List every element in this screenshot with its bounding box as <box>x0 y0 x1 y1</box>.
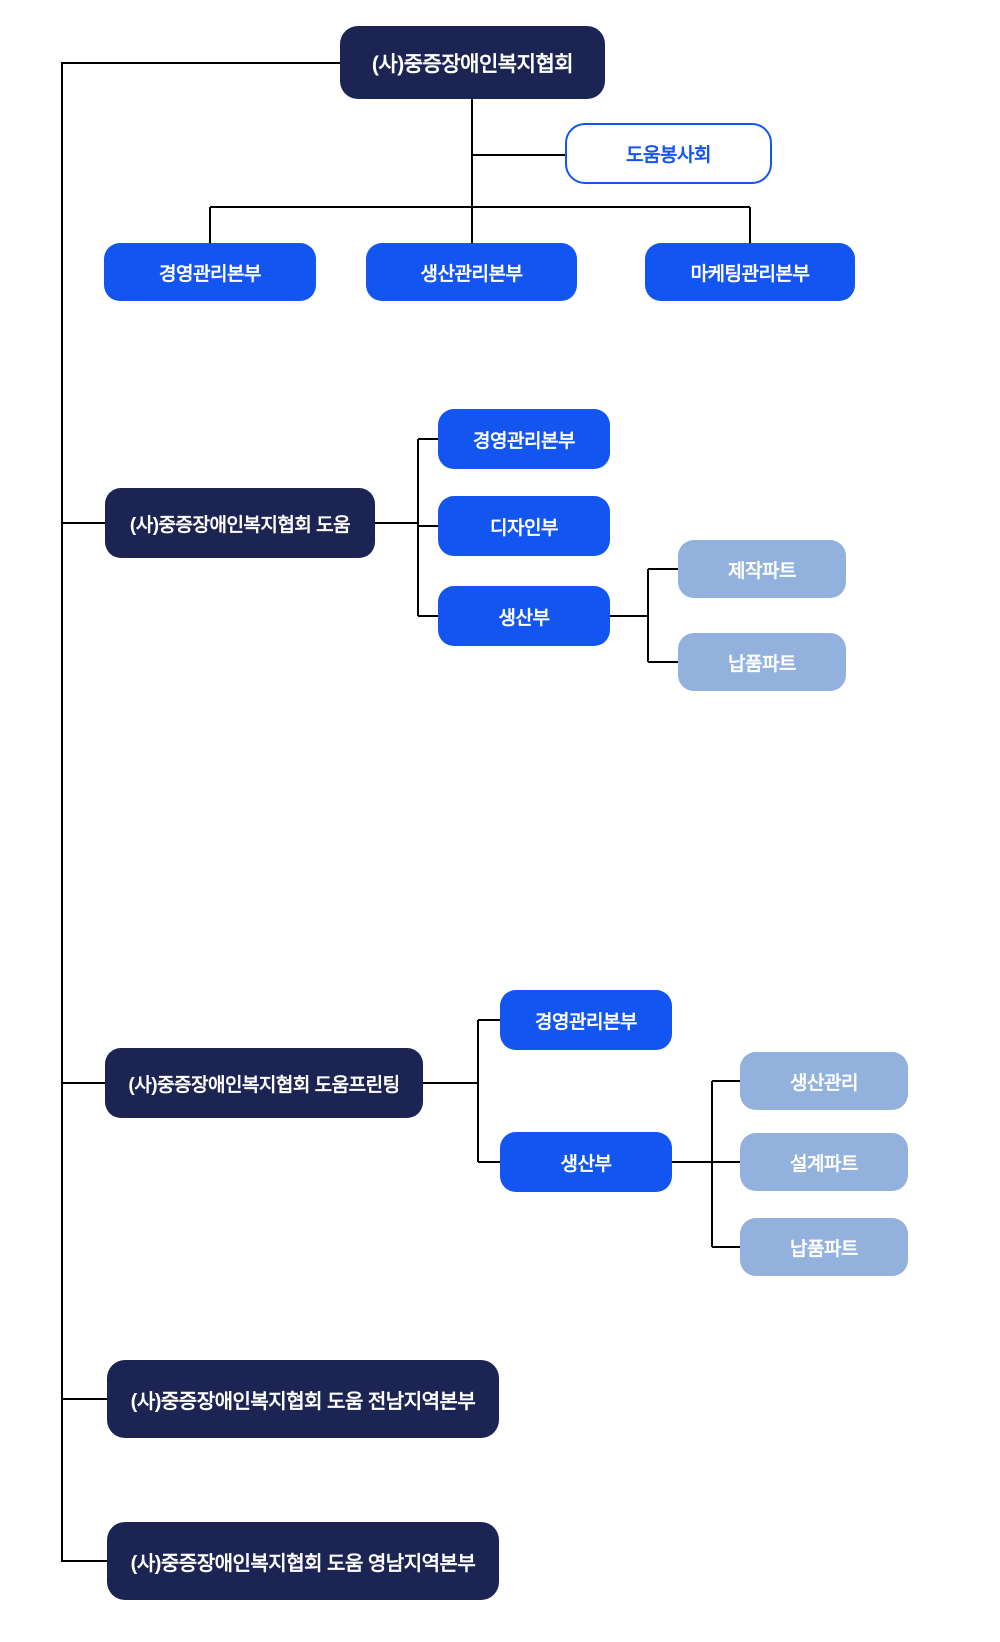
node-dooum-design-dept: 디자인부 <box>438 496 610 556</box>
dooum-team-lines <box>610 568 678 663</box>
node-subsidiary-jeonnam-regional: (사)중증장애인복지협회 도움 전남지역본부 <box>107 1360 499 1438</box>
node-printing-production-management-team: 생산관리 <box>740 1052 908 1110</box>
hq-rail-line <box>209 206 751 243</box>
node-printing-management-dept: 경영관리본부 <box>500 990 672 1050</box>
node-volunteer-group: 도움봉사회 <box>565 123 772 184</box>
node-dooum-fabrication-team: 제작파트 <box>678 540 846 598</box>
node-printing-production-dept: 생산부 <box>500 1132 672 1192</box>
node-dooum-production-dept: 생산부 <box>438 586 610 646</box>
dooum-dept-lines <box>375 438 438 617</box>
node-printing-delivery-team: 납품파트 <box>740 1218 908 1276</box>
node-hq-management-division: 경영관리본부 <box>104 243 316 301</box>
node-subsidiary-dooum: (사)중증장애인복지협회 도움 <box>105 488 375 558</box>
node-hq-marketing-division: 마케팅관리본부 <box>645 243 855 301</box>
node-association-root: (사)중증장애인복지협회 <box>340 26 605 99</box>
printing-team-lines <box>672 1080 740 1248</box>
node-subsidiary-yeongnam-regional: (사)중증장애인복지협회 도움 영남지역본부 <box>107 1522 499 1600</box>
node-dooum-management-dept: 경영관리본부 <box>438 409 610 469</box>
printing-dept-lines <box>423 1019 500 1163</box>
node-subsidiary-dooum-printing: (사)중증장애인복지협회 도움프린팅 <box>105 1048 423 1118</box>
node-hq-production-division: 생산관리본부 <box>366 243 577 301</box>
node-dooum-delivery-team: 납품파트 <box>678 633 846 691</box>
spine-line <box>61 62 340 1562</box>
node-printing-planning-team: 설계파트 <box>740 1133 908 1191</box>
